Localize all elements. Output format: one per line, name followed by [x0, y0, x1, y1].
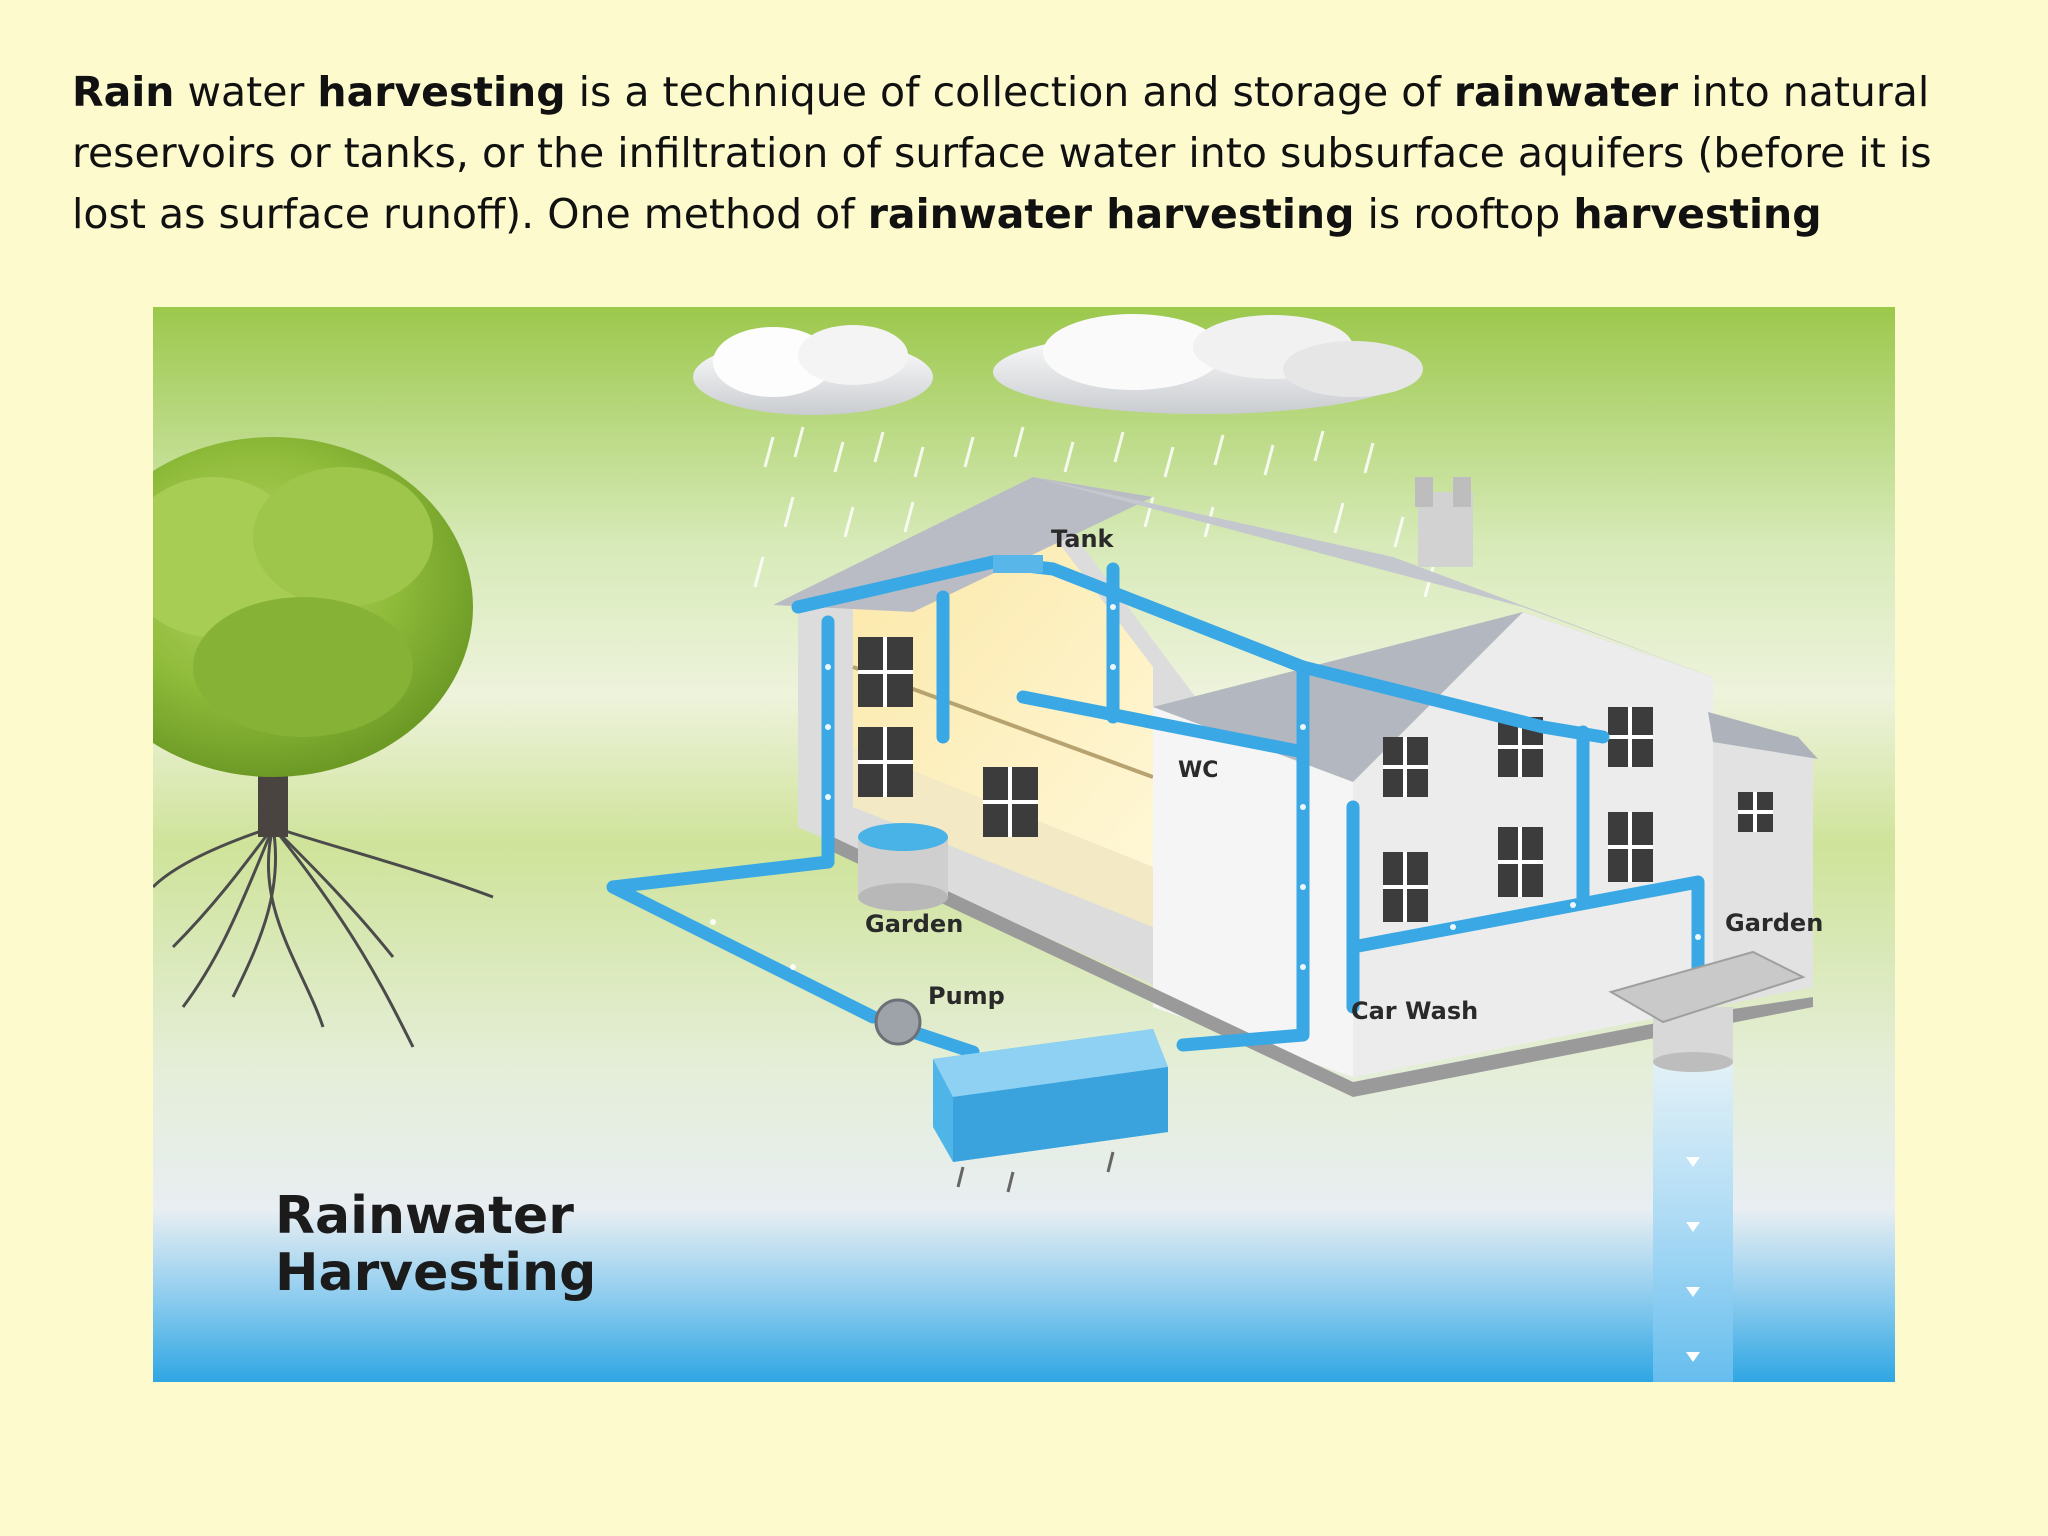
recharge-well [1608, 950, 1806, 1382]
cloud-icon [693, 314, 1423, 415]
intro-segment: is a technique of collection and storage… [565, 68, 1454, 116]
intro-segment: rainwater harvesting [867, 190, 1355, 238]
label-car-wash: Car Wash [1351, 997, 1478, 1025]
pump-icon [874, 998, 922, 1046]
intro-segment: harvesting [1573, 190, 1822, 238]
diagram-title-line-2: Harvesting [275, 1243, 596, 1303]
intro-segment: rainwater [1453, 68, 1679, 116]
label-tank: Tank [1051, 525, 1115, 553]
roof-tank [993, 555, 1043, 573]
diagram-title-line-1: Rainwater [275, 1186, 574, 1246]
tree-roots [153, 825, 494, 1048]
label-wc: WC [1178, 758, 1218, 783]
intro-segment: Rain [72, 68, 175, 116]
label-garden-right: Garden [1725, 909, 1823, 937]
cistern-tank [933, 1029, 1168, 1193]
rainwater-harvesting-illustration: Tank WC Garden Pump Car Wash Garden Rain… [153, 307, 1895, 1382]
intro-segment: is rooftop [1354, 190, 1574, 238]
intro-segment: harvesting [317, 68, 566, 116]
intro-paragraph: Rain water harvesting is a technique of … [72, 62, 1972, 245]
label-garden-left: Garden [865, 910, 963, 938]
label-pump: Pump [928, 982, 1005, 1010]
garden-barrel [858, 823, 948, 911]
tree-icon [153, 437, 473, 837]
intro-segment: into natural reservoirs or tanks, or the… [72, 68, 1932, 238]
intro-segment: water [174, 68, 318, 116]
